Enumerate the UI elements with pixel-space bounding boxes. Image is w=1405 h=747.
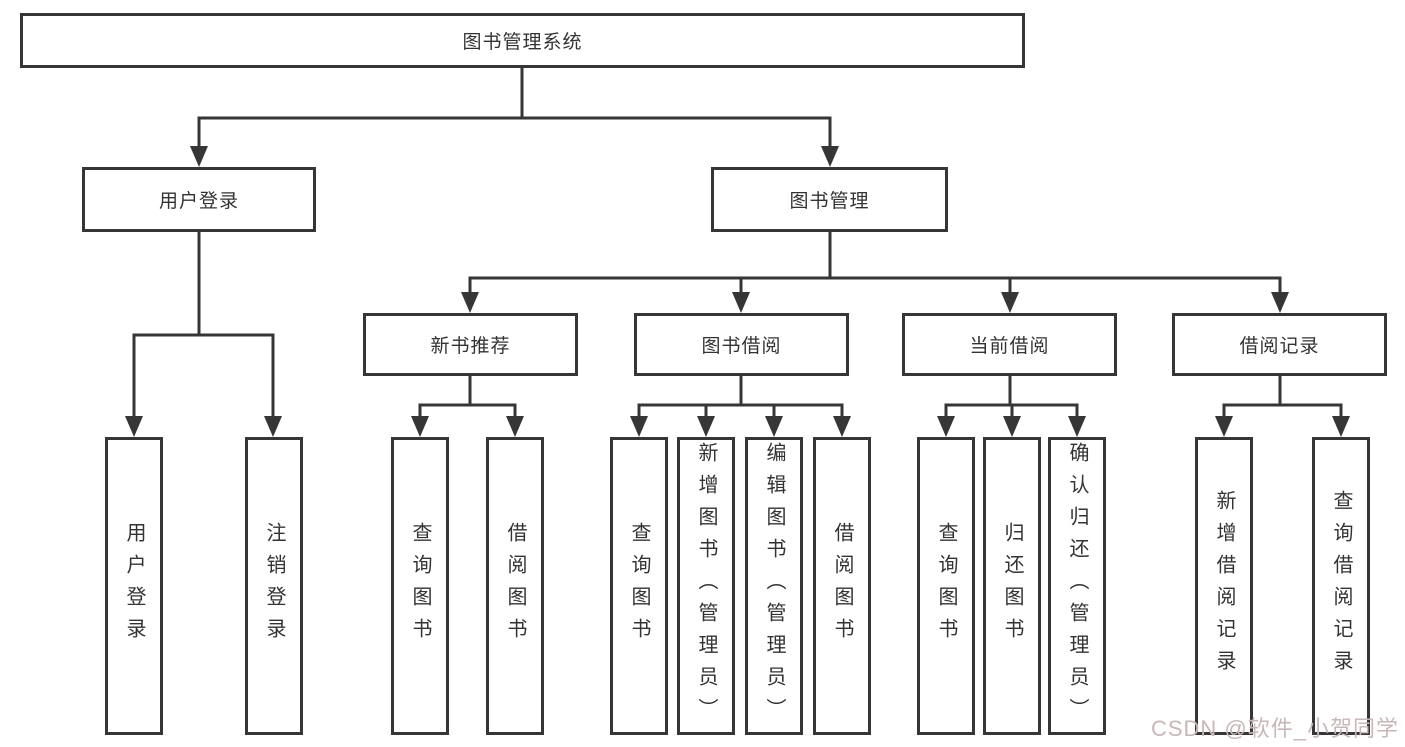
leaf-query-borrow-record: 查询借阅记录 [1312,437,1370,735]
leaf-query-books: 查询图书 [610,437,668,735]
connector-line [132,230,275,337]
connector-line [944,374,1079,407]
connector-root-to-level1 [190,66,839,167]
arrowhead [190,146,208,167]
connector-line [468,230,1282,280]
arrowhead [1332,416,1350,437]
connector-borrowing-records-children [1215,374,1350,437]
leaf-borrow-books: 借阅图书 [486,437,544,735]
arrowhead [264,416,282,437]
csdn-watermark: CSDN @软件_小贺同学 [1150,716,1399,741]
arrowhead [1001,292,1019,313]
connector-new-book-recommend-children [411,374,524,437]
arrowhead [411,416,429,437]
arrowhead [1003,416,1021,437]
arrowhead [765,416,783,437]
connector-book-borrowing-children [630,374,851,437]
arrowhead [630,416,648,437]
arrowhead [732,292,750,313]
leaf-user-login: 用户登录 [105,437,163,735]
arrowhead [821,146,839,167]
node-borrowing-records: 借阅记录 [1172,313,1387,376]
connector-current-borrowing-children [937,374,1086,437]
arrowhead [461,292,479,313]
connector-user-login-children [125,230,282,437]
leaf-query-books: 查询图书 [391,437,449,735]
connector-line [1222,374,1343,407]
connector-book-management-children [461,230,1289,313]
leaf-return-books: 归还图书 [983,437,1041,735]
leaf-add-books-admin: 新增图书（管理员） [677,437,735,735]
connector-line [637,374,844,407]
arrowhead [937,416,955,437]
arrowhead [833,416,851,437]
arrowhead [1215,416,1233,437]
node-new-book-recommend: 新书推荐 [363,313,578,376]
arrowhead [697,416,715,437]
arrowhead [506,416,524,437]
connector-line [418,374,517,407]
leaf-edit-books-admin: 编辑图书（管理员） [745,437,803,735]
arrowhead [1068,416,1086,437]
node-user-login: 用户登录 [82,167,316,232]
arrowhead [125,416,143,437]
leaf-query-books: 查询图书 [917,437,975,735]
leaf-logout: 注销登录 [245,437,303,735]
connector-line [197,66,832,120]
node-book-borrowing: 图书借阅 [634,313,849,376]
leaf-add-borrow-record: 新增借阅记录 [1195,437,1253,735]
node-book-management: 图书管理 [711,167,948,232]
arrowhead [1271,292,1289,313]
leaf-confirm-return-admin: 确认归还（管理员） [1048,437,1106,735]
node-library-system: 图书管理系统 [20,13,1025,68]
leaf-borrow-books: 借阅图书 [813,437,871,735]
node-current-borrowing: 当前借阅 [902,313,1117,376]
